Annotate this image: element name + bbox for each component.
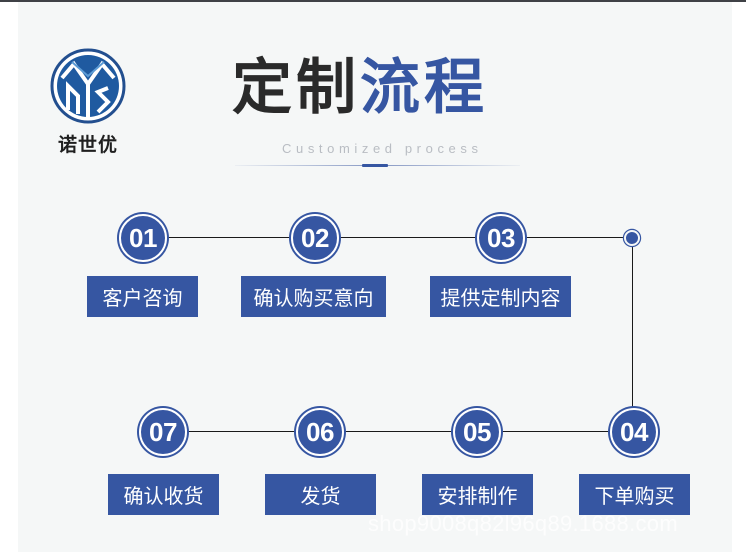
connector-line-right: [632, 238, 633, 431]
step-label-05: 安排制作: [422, 474, 533, 515]
step-number-07: 07: [139, 408, 187, 456]
connector-line-bottom: [160, 431, 632, 432]
title-dark-part: 定制: [232, 53, 360, 123]
top-border: [0, 0, 746, 2]
subtitle: Customized process: [282, 141, 483, 156]
step-number-01: 01: [119, 214, 167, 262]
step-label-06: 发货: [265, 474, 376, 515]
page-title: 定制流程: [232, 52, 488, 124]
step-label-02: 确认购买意向: [241, 276, 386, 317]
step-number-04: 04: [610, 408, 658, 456]
title-divider-accent: [362, 164, 388, 167]
step-label-04: 下单购买: [579, 474, 690, 515]
brand-logo-icon: [50, 48, 126, 124]
title-blue-part: 流程: [360, 53, 488, 123]
step-label-01: 客户咨询: [87, 276, 198, 317]
step-label-07: 确认收货: [108, 474, 219, 515]
step-number-05: 05: [453, 408, 501, 456]
connector-line-top: [142, 237, 632, 238]
corner-dot-icon: [624, 230, 640, 246]
step-number-03: 03: [477, 214, 525, 262]
step-label-03: 提供定制内容: [430, 276, 571, 317]
brand-name: 诺世优: [57, 134, 118, 156]
step-number-02: 02: [291, 214, 339, 262]
step-number-06: 06: [296, 408, 344, 456]
watermark: shop9008q82l96q89.1688.com: [368, 511, 678, 536]
